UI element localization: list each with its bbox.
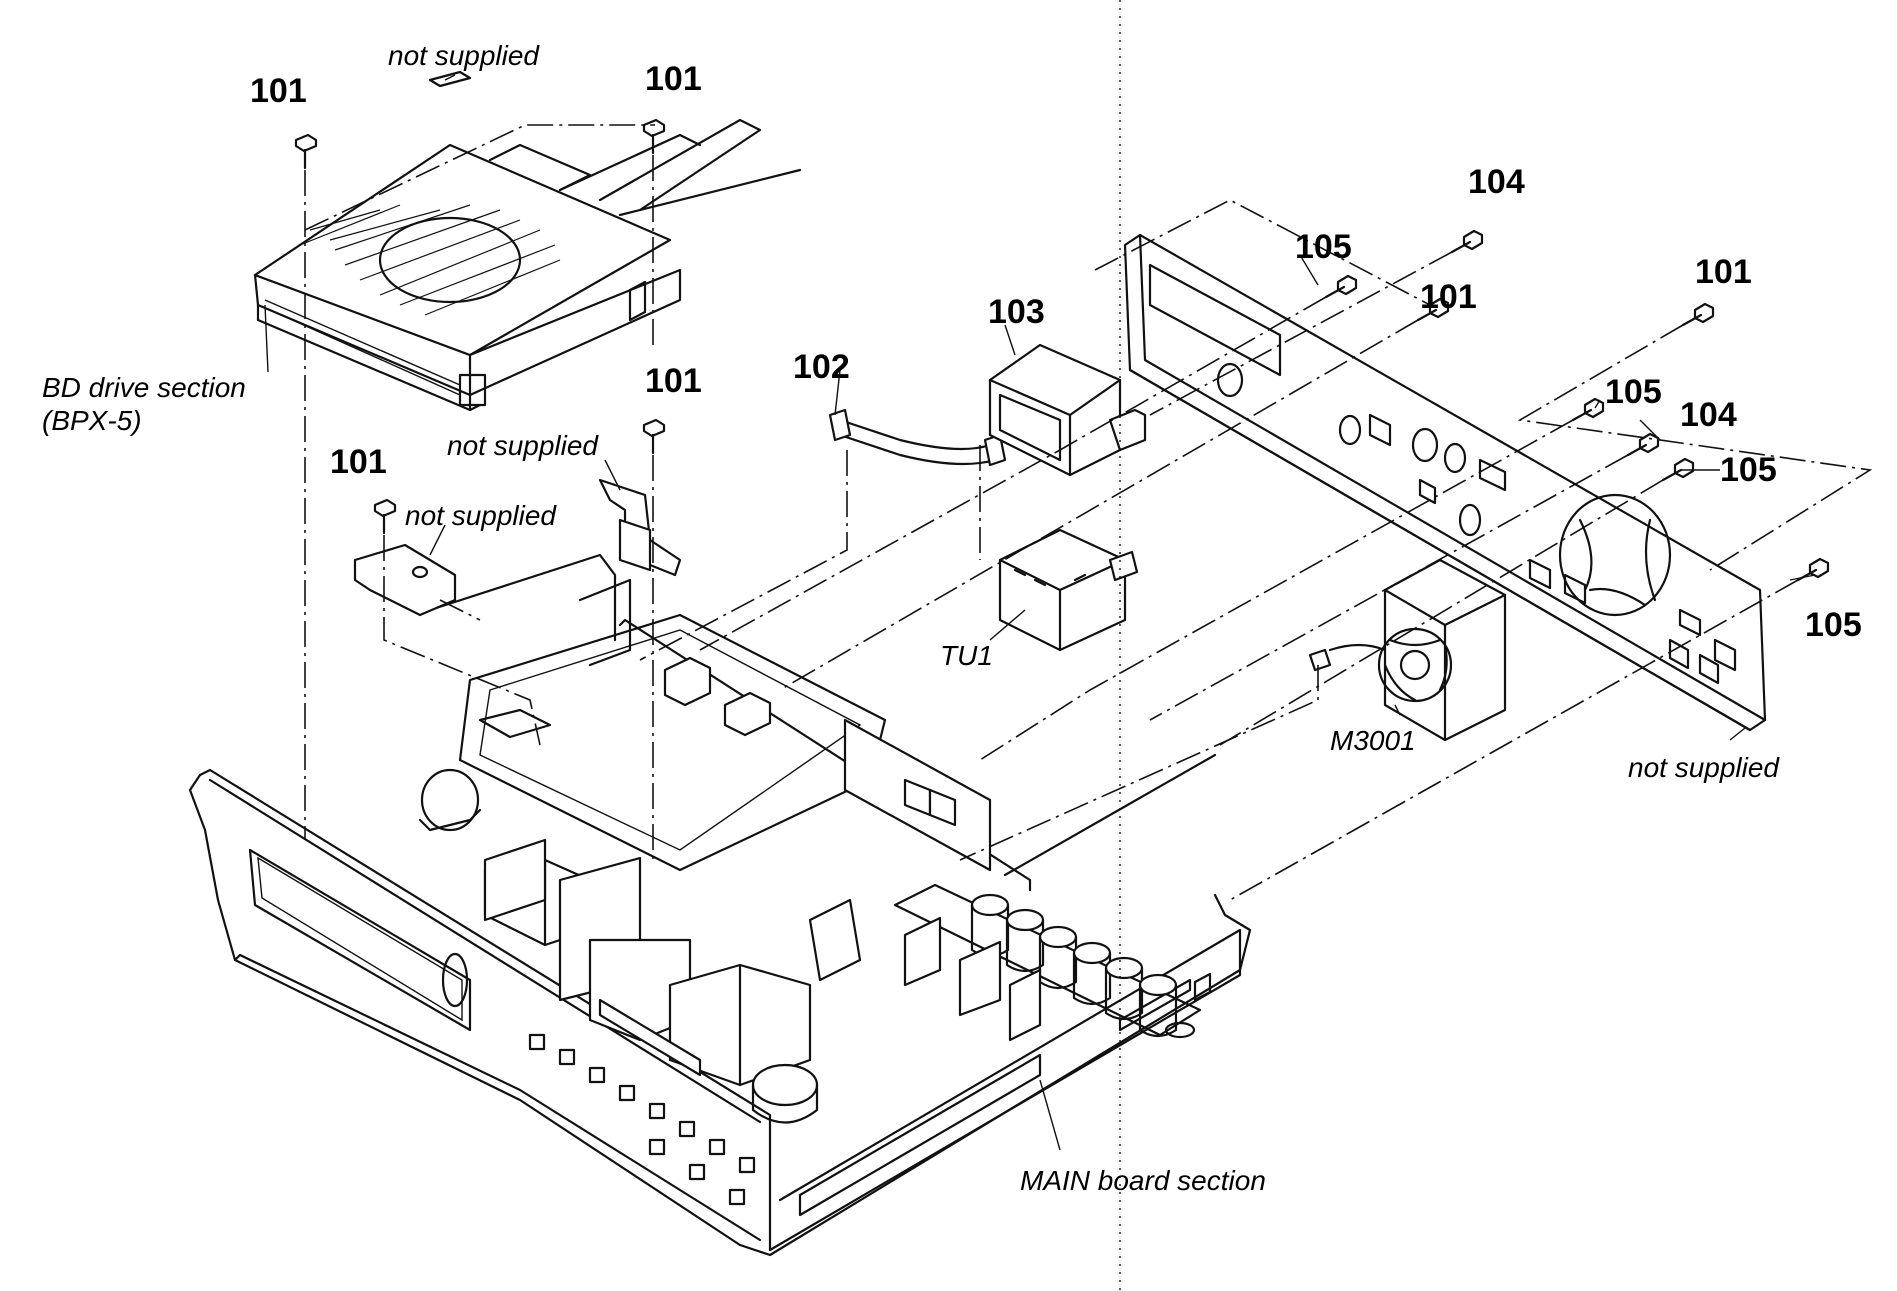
label-101-left: 101 (330, 443, 387, 481)
label-not-supplied-left: not supplied (405, 500, 557, 531)
assembly-lines (304, 124, 1873, 901)
label-101-center: 101 (645, 362, 702, 400)
label-103: 103 (988, 293, 1045, 331)
label-tu1: TU1 (940, 640, 993, 671)
label-101-rear-right: 101 (1695, 253, 1752, 291)
label-main-board-section: MAIN board section (1020, 1165, 1266, 1196)
fan-m3001 (1308, 558, 1507, 742)
label-not-supplied-rear: not supplied (1628, 752, 1780, 783)
label-102: 102 (793, 348, 850, 386)
label-105-middle: 105 (1605, 373, 1662, 411)
label-105-lower: 105 (1720, 451, 1777, 489)
label-bpx-5: (BPX-5) (42, 405, 142, 436)
rear-panel (1123, 233, 1767, 732)
bd-drive (253, 118, 802, 412)
flat-cable-102 (838, 418, 997, 466)
label-101-top-left: 101 (250, 72, 307, 110)
label-101-rear-center: 101 (1420, 278, 1477, 316)
label-not-supplied-center: not supplied (447, 430, 599, 461)
screws (294, 118, 1830, 582)
label-105-right: 105 (1805, 606, 1862, 644)
drive-cover-plate (428, 70, 472, 88)
label-not-supplied-top: not supplied (388, 40, 540, 71)
capacitor-row (970, 893, 1178, 1038)
label-101-top-right: 101 (645, 60, 702, 98)
label-leaders (264, 74, 1816, 1151)
tuner-bracket-103 (988, 343, 1147, 477)
label-104-top: 104 (1468, 163, 1525, 201)
tuner-tu1 (998, 528, 1139, 652)
main-chassis (188, 553, 1252, 1257)
label-105-top: 105 (1295, 228, 1352, 266)
label-104-middle: 104 (1680, 396, 1737, 434)
rear-jacks (528, 1033, 756, 1206)
label-bd-drive-section: BD drive section (42, 372, 246, 403)
label-m3001: M3001 (1330, 725, 1416, 756)
shield-plate (353, 543, 457, 617)
